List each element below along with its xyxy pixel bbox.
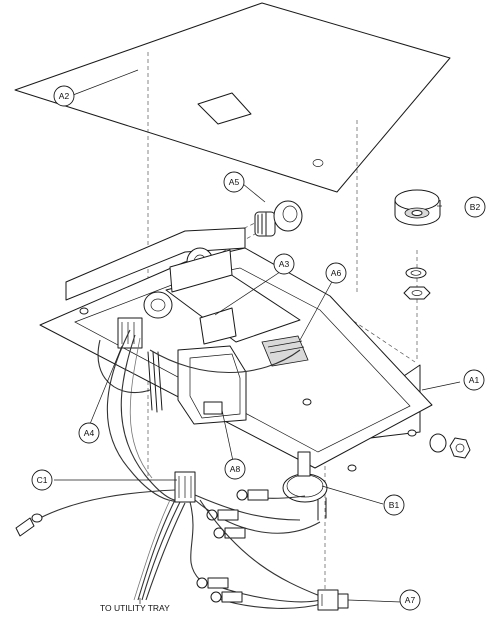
- callout-a7-label: A7: [405, 595, 416, 605]
- callout-a5-label: A5: [229, 177, 240, 187]
- callout-b2: B2: [464, 196, 486, 218]
- callout-a3: A3: [273, 253, 295, 275]
- callout-a3-label: A3: [279, 259, 290, 269]
- callout-a5: A5: [223, 171, 245, 193]
- callout-b1-label: B1: [389, 500, 400, 510]
- top-cover-plate: [14, 2, 451, 193]
- callout-a1-label: A1: [469, 375, 480, 385]
- callout-a6: A6: [325, 262, 347, 284]
- callout-a2-label: A2: [59, 91, 70, 101]
- callout-c1-label: C1: [37, 475, 48, 485]
- wiring-harness: [15, 329, 349, 611]
- callout-b2-label: B2: [470, 202, 481, 212]
- potentiometer-b1: [282, 433, 471, 521]
- circuit-board-a3: [143, 249, 309, 367]
- callout-a7: A7: [399, 589, 421, 611]
- utility-tray-caption: TO UTILITY TRAY: [100, 603, 170, 613]
- callout-b1: B1: [383, 494, 405, 516]
- callout-a8-label: A8: [230, 464, 241, 474]
- knob-b2: [394, 189, 441, 300]
- callout-c1: C1: [31, 469, 53, 491]
- callout-a6-label: A6: [331, 268, 342, 278]
- callout-a4-label: A4: [84, 428, 95, 438]
- leader-lines: [54, 69, 461, 604]
- callout-a8: A8: [224, 458, 246, 480]
- callout-a4: A4: [78, 422, 100, 444]
- callout-a2: A2: [53, 85, 75, 107]
- callout-a1: A1: [463, 369, 485, 391]
